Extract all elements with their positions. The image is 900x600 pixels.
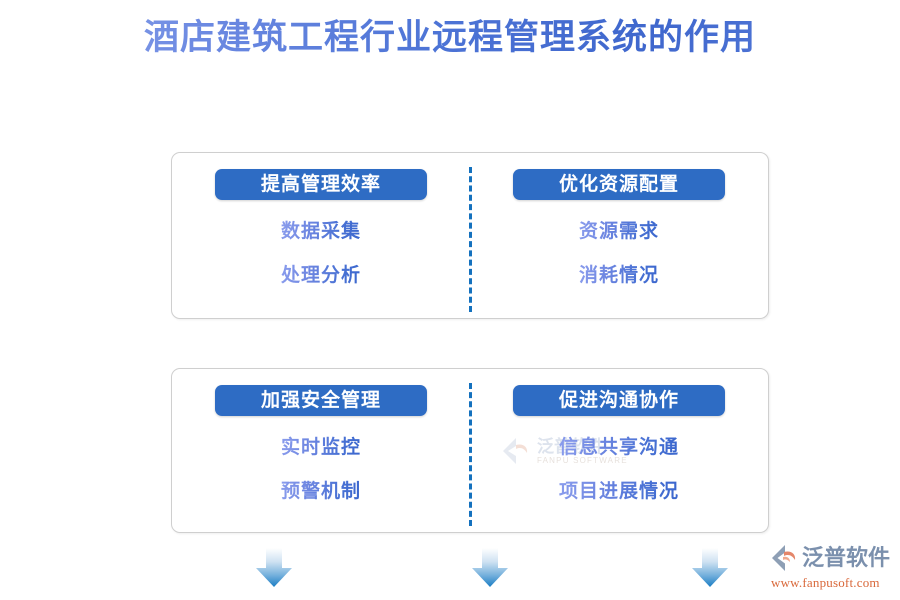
arrow-down-icon <box>688 548 732 588</box>
benefit-item-information-sharing: 信息共享沟通 <box>559 432 679 459</box>
panel-1-dashed-divider <box>468 167 475 312</box>
fanpu-watermark-mark-icon <box>500 436 534 466</box>
arrow-down-icon <box>252 548 296 588</box>
arrow-down-icon <box>468 548 512 588</box>
brand-logo-row: 泛普软件 <box>770 543 895 573</box>
benefit-header-optimize-resources[interactable]: 优化资源配置 <box>513 169 725 200</box>
benefit-panel-2: 加强安全管理 实时监控 预警机制 泛普软件 FANPU SOFTWARE 促进沟… <box>171 368 769 533</box>
benefit-column-communication-collaboration: 泛普软件 FANPU SOFTWARE 促进沟通协作 信息共享沟通 项目进展情况 <box>470 369 768 532</box>
benefit-column-optimize-resources: 优化资源配置 资源需求 消耗情况 <box>470 153 768 318</box>
panel-2-dashed-divider <box>468 383 475 526</box>
benefit-item-realtime-monitoring: 实时监控 <box>281 432 361 459</box>
benefit-item-resource-demand: 资源需求 <box>579 216 659 243</box>
benefit-item-data-collection: 数据采集 <box>281 216 361 243</box>
benefit-column-improve-efficiency: 提高管理效率 数据采集 处理分析 <box>172 153 470 318</box>
benefit-header-communication-collaboration[interactable]: 促进沟通协作 <box>513 385 725 416</box>
benefit-header-safety-management[interactable]: 加强安全管理 <box>215 385 427 416</box>
benefit-item-project-progress: 项目进展情况 <box>559 476 679 503</box>
fanpu-logo-mark-icon <box>770 544 800 572</box>
benefit-item-consumption-status: 消耗情况 <box>579 260 659 287</box>
benefit-column-safety-management: 加强安全管理 实时监控 预警机制 <box>172 369 470 532</box>
benefit-item-process-analysis: 处理分析 <box>281 260 361 287</box>
page-title: 酒店建筑工程行业远程管理系统的作用 <box>0 14 900 62</box>
brand-logo[interactable]: 泛普软件 www.fanpusoft.com <box>770 543 895 593</box>
benefit-item-early-warning: 预警机制 <box>281 476 361 503</box>
brand-logo-url[interactable]: www.fanpusoft.com <box>771 575 880 590</box>
benefit-panel-1: 提高管理效率 数据采集 处理分析 优化资源配置 资源需求 消耗情况 <box>171 152 769 319</box>
brand-logo-name: 泛普软件 <box>802 545 891 570</box>
benefit-header-improve-efficiency[interactable]: 提高管理效率 <box>215 169 427 200</box>
